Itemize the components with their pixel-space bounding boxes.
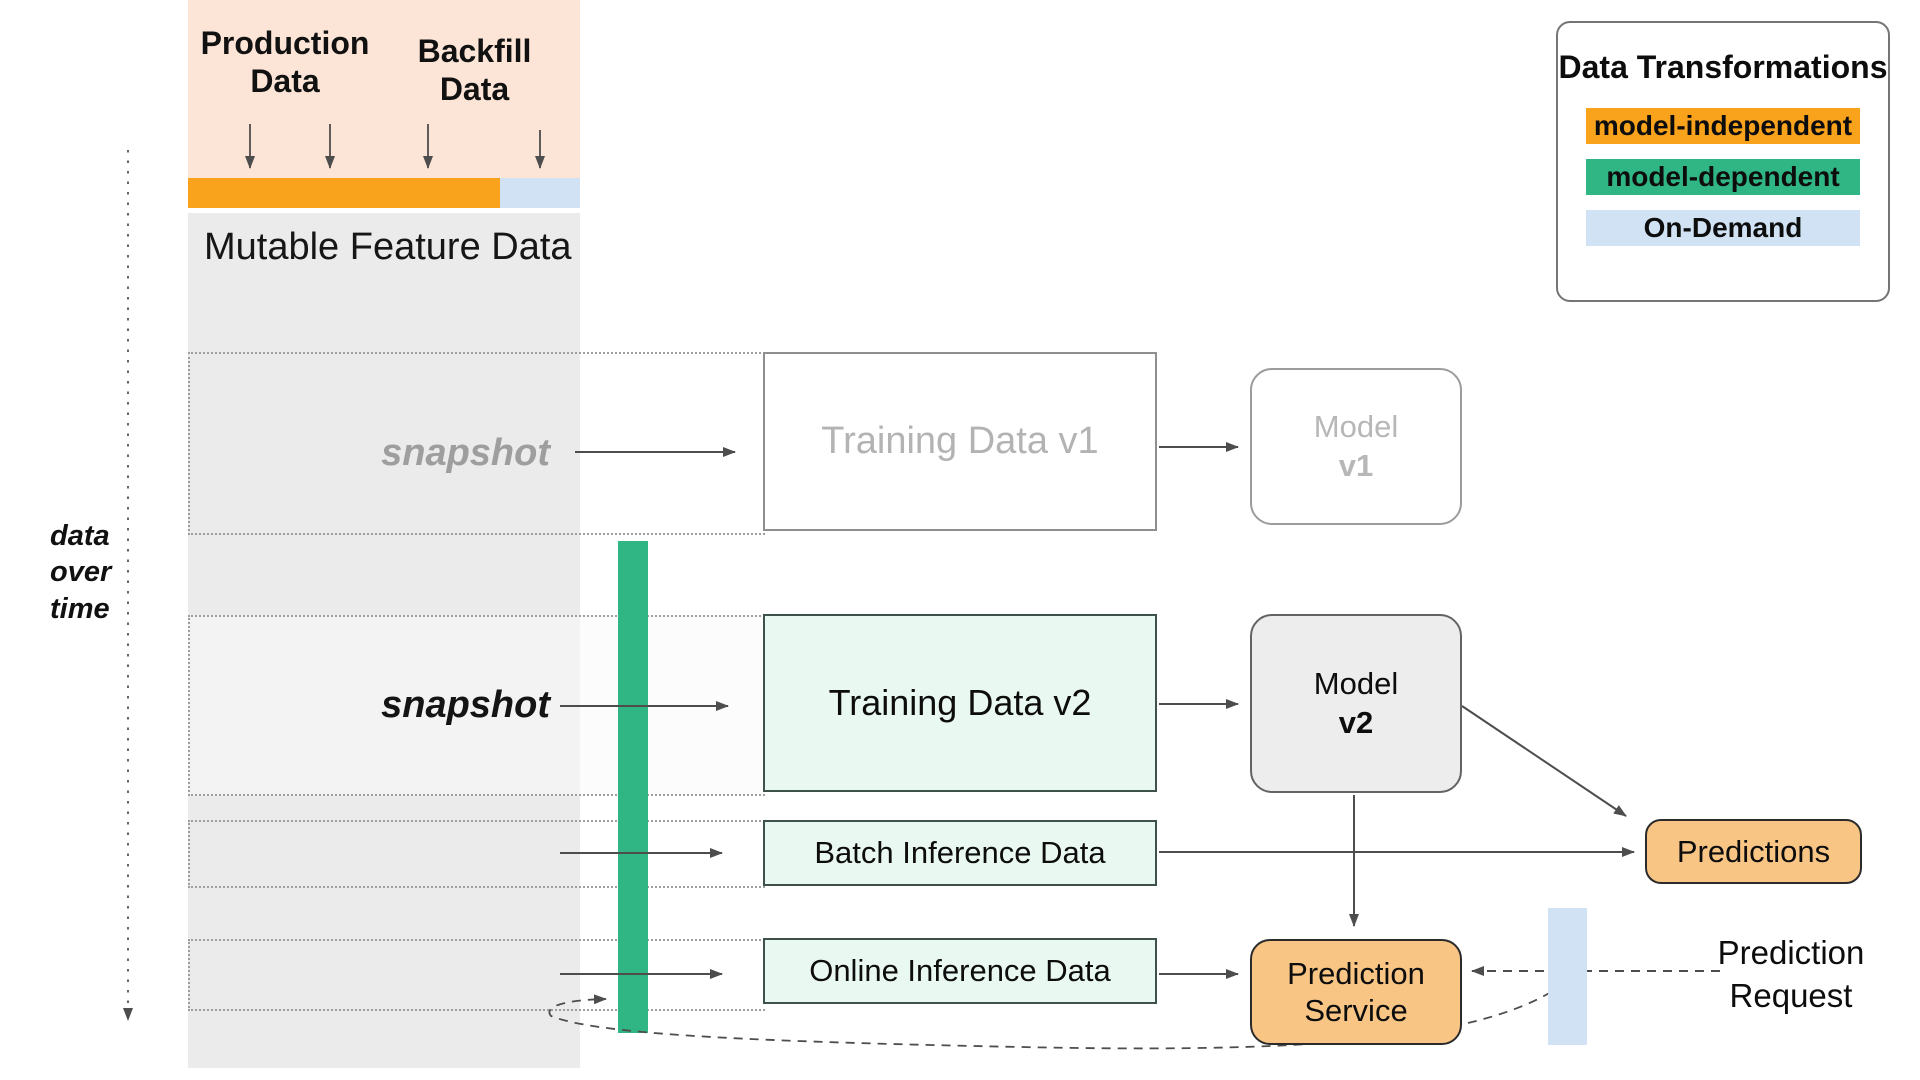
data-over-time-label: data over time	[50, 520, 112, 625]
model-v1-version: v1	[1338, 447, 1374, 483]
legend-item-model-independent: model-independent	[1586, 108, 1860, 144]
legend-panel: Data Transformations model-independent m…	[1556, 21, 1890, 302]
model-v2-title: Model	[1313, 665, 1399, 701]
model-v2-box: Model v2	[1250, 614, 1462, 793]
predictions-box: Predictions	[1645, 819, 1862, 884]
mutable-feature-data-label: Mutable Feature Data	[204, 226, 572, 268]
model-v1-box: Model v1	[1250, 368, 1462, 525]
model-independent-transform-bar	[188, 178, 500, 208]
legend-title: Data Transformations	[1558, 49, 1888, 85]
batch-inference-data-box: Batch Inference Data	[763, 820, 1157, 886]
snapshot-v2-label: snapshot	[381, 684, 550, 726]
training-data-v2-box: Training Data v2	[763, 614, 1157, 792]
model-v2-to-predictions-arrow	[1461, 705, 1627, 817]
batch-inference-row	[188, 820, 765, 888]
legend-item-model-dependent: model-dependent	[1586, 159, 1860, 195]
online-inference-row	[188, 939, 765, 1011]
model-dependent-transform-bar	[618, 541, 648, 1033]
online-inference-data-box: Online Inference Data	[763, 938, 1157, 1004]
prediction-request-label: Prediction Request	[1717, 934, 1865, 1014]
backfill-data-label: Backfill Data	[417, 33, 532, 108]
source-data-panel	[188, 0, 580, 178]
training-data-v1-box: Training Data v1	[763, 352, 1157, 531]
snapshot-v1-label: snapshot	[381, 432, 550, 474]
on-demand-transform-bar	[1548, 908, 1587, 1045]
prediction-service-box: Prediction Service	[1250, 939, 1462, 1045]
snapshot-row-v1	[188, 352, 765, 535]
legend-item-on-demand: On-Demand	[1586, 210, 1860, 246]
model-v1-title: Model	[1313, 408, 1399, 444]
on-demand-transform-bar-segment	[500, 178, 580, 208]
model-v2-version: v2	[1338, 704, 1374, 740]
production-data-label: Production Data	[200, 25, 370, 100]
